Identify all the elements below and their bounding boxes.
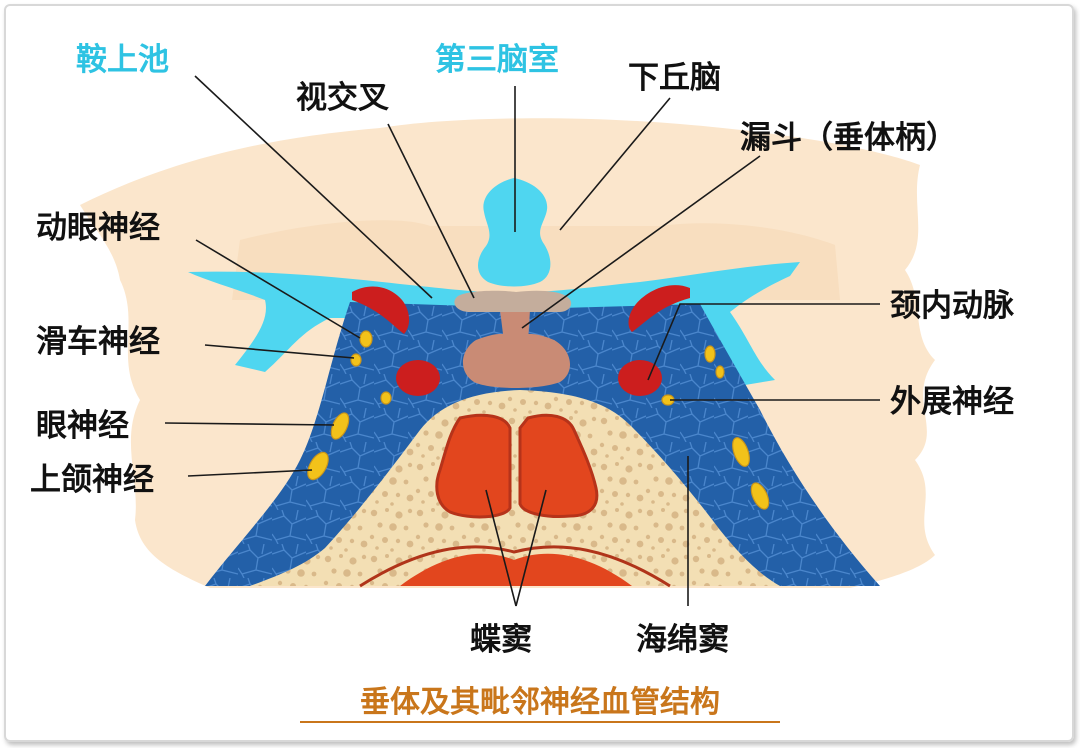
label-maxillary-nerve: 上颌神经 (30, 462, 154, 498)
pituitary-gland (462, 333, 571, 388)
label-abducens-nerve: 外展神经 (890, 384, 1014, 420)
carotid-right-upper (628, 285, 690, 332)
sphenoid-bone (250, 390, 780, 586)
figure-frame (4, 4, 1074, 742)
label-trochlear-nerve: 滑车神经 (36, 324, 160, 360)
third-ventricle-shape (478, 178, 551, 287)
label-hypothalamus: 下丘脑 (628, 60, 721, 96)
label-cavernous-sinus: 海绵窦 (636, 622, 729, 658)
carotid-right-lower (618, 360, 662, 396)
sphenoid-sinus-left (435, 413, 512, 519)
label-oculomotor-nerve: 动眼神经 (36, 210, 160, 246)
label-infundibulum: 漏斗（垂体柄） (740, 120, 957, 156)
label-saddle-cistern: 鞍上池 (76, 42, 169, 78)
label-optic-chiasm: 视交叉 (296, 80, 389, 116)
cranial-nerves (307, 330, 770, 510)
label-internal-carotid: 颈内动脉 (890, 288, 1015, 324)
figure-title: 垂体及其毗邻神经血管结构 (360, 685, 720, 720)
carotid-left-upper (352, 286, 410, 334)
infundibulum-stalk (500, 310, 530, 342)
leader-lines (164, 75, 880, 607)
label-sphenoid-sinus: 蝶窦 (470, 622, 532, 658)
carotid-left-lower (396, 360, 440, 396)
label-ophthalmic-nerve: 眼神经 (36, 408, 129, 444)
label-third-ventricle: 第三脑室 (435, 42, 559, 78)
optic-chiasm-shape (454, 290, 572, 312)
sphenoid-sinus-right (518, 413, 599, 518)
nasal-floor (400, 553, 632, 586)
csf-layer (188, 262, 800, 385)
